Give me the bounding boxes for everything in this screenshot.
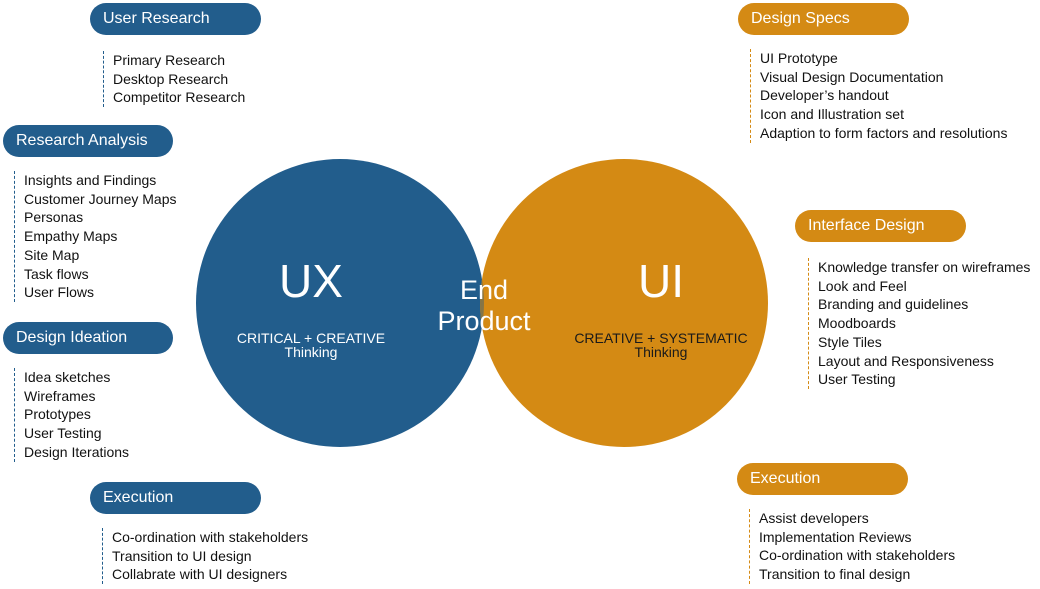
list-item: Look and Feel — [818, 277, 907, 294]
ux-title: UX — [279, 255, 343, 307]
list-item: Visual Design Documentation — [760, 68, 944, 85]
list-item: Empathy Maps — [24, 228, 118, 245]
design-ideation-pill: Design Ideation — [3, 322, 173, 354]
list-item: Style Tiles — [818, 333, 882, 350]
interface-design-pill: Interface Design — [795, 210, 966, 242]
ui-execution-list: Assist developers Implementation Reviews… — [749, 509, 955, 584]
list-item: Branding and guidelines — [818, 296, 969, 313]
list-item: Knowledge transfer on wireframes — [818, 259, 1031, 275]
ux-subtitle-line2: Thinking — [285, 344, 338, 360]
list-item: Desktop Research — [113, 70, 229, 87]
list-item: Assist developers — [759, 510, 869, 526]
list-item: Design Iterations — [24, 443, 130, 460]
list-item: Task flows — [24, 265, 89, 282]
list-item: Moodboards — [818, 315, 896, 332]
ui-execution-pill: Execution — [737, 463, 908, 495]
list-item: User Testing — [24, 425, 102, 442]
ux-subtitle-line1: CRITICAL + CREATIVE — [237, 330, 385, 346]
design-specs-pill: Design Specs — [738, 3, 909, 35]
list-item: Collabrate with UI designers — [112, 566, 288, 583]
ux-execution-pill: Execution — [90, 482, 261, 514]
list-item: Adaption to form factors and resolutions — [760, 124, 1008, 141]
list-item: Insights and Findings — [24, 172, 157, 188]
list-item: Wireframes — [24, 387, 96, 404]
ui-subtitle-line1: CREATIVE + SYSTEMATIC — [574, 330, 747, 346]
list-item: Prototypes — [24, 406, 91, 423]
list-item: Competitor Research — [113, 89, 246, 106]
list-item: User Testing — [818, 371, 896, 388]
ux-execution-list: Co-ordination with stakeholders Transiti… — [102, 528, 309, 585]
design-specs-list: UI Prototype Visual Design Documentation… — [750, 49, 1007, 143]
list-item: Personas — [24, 209, 84, 226]
ux-circle — [196, 159, 484, 447]
list-item: Idea sketches — [24, 369, 111, 385]
end-product-line1: End — [460, 275, 508, 305]
end-product-line2: Product — [437, 306, 531, 336]
list-item: Transition to UI design — [112, 547, 252, 564]
list-item: Site Map — [24, 246, 80, 263]
research-analysis-list: Insights and Findings Customer Journey M… — [14, 171, 177, 302]
list-item: Transition to final design — [759, 566, 911, 583]
list-item: Implementation Reviews — [759, 528, 912, 545]
list-item: User Flows — [24, 284, 95, 301]
list-item: Developer’s handout — [760, 87, 889, 104]
ui-circle — [480, 159, 768, 447]
user-research-pill: User Research — [90, 3, 261, 35]
list-item: Layout and Responsiveness — [818, 352, 994, 369]
design-ideation-list: Idea sketches Wireframes Prototypes User… — [14, 368, 129, 462]
ui-subtitle-line2: Thinking — [635, 344, 688, 360]
list-item: Co-ordination with stakeholders — [112, 529, 309, 545]
list-item: Primary Research — [113, 52, 226, 68]
list-item: Co-ordination with stakeholders — [759, 547, 956, 564]
list-item: Icon and Illustration set — [760, 106, 904, 123]
list-item: Customer Journey Maps — [24, 190, 177, 207]
ui-title: UI — [638, 255, 684, 307]
list-item: UI Prototype — [760, 50, 838, 66]
interface-design-list: Knowledge transfer on wireframes Look an… — [808, 258, 1030, 389]
user-research-list: Primary Research Desktop Research Compet… — [103, 51, 246, 108]
research-analysis-pill: Research Analysis — [3, 125, 173, 157]
